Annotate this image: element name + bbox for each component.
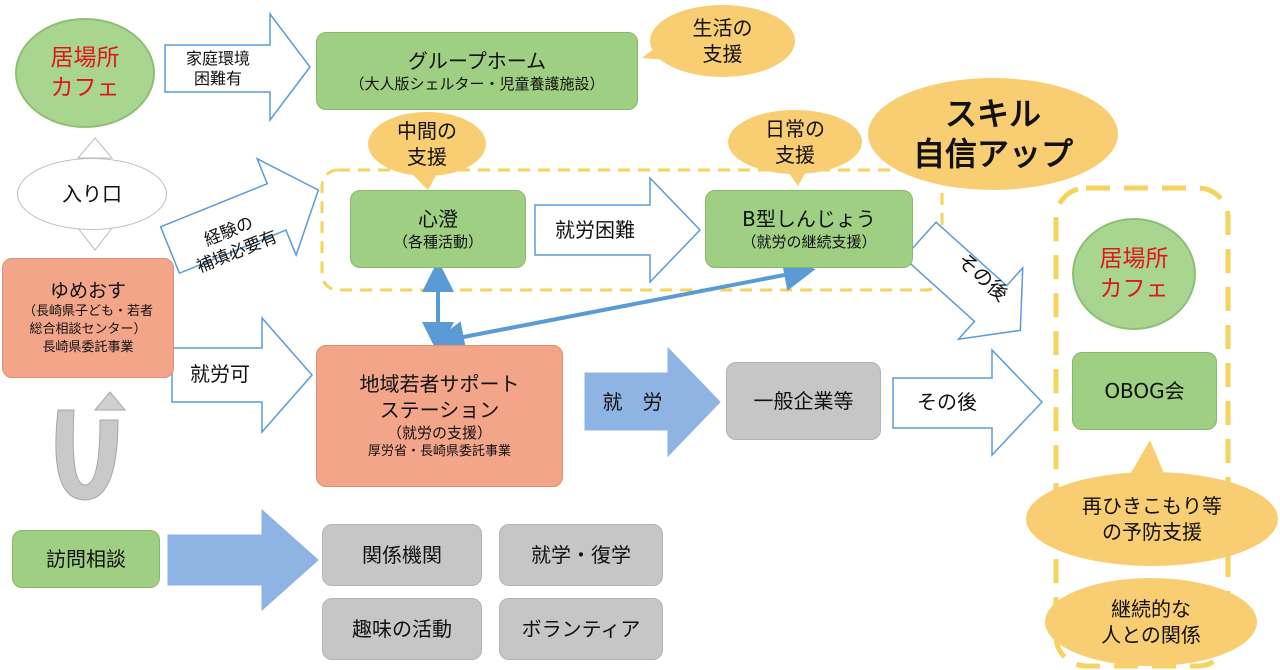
type-b-sub: （就労の継続支援） — [741, 233, 877, 251]
family-line1: 家庭環境 — [185, 49, 250, 68]
entrance-tail-up — [76, 137, 114, 159]
station-line1: 地域若者サポート — [359, 372, 520, 396]
middle-line2: 支援 — [407, 145, 447, 169]
u-turn-arrow — [55, 409, 119, 501]
ibasho-top-line2: カフェ — [50, 75, 120, 101]
entrance-label: 入り口 — [62, 182, 122, 206]
shincho-title: 心澄 — [418, 207, 458, 231]
visit-label: 訪問相談 — [46, 547, 126, 571]
visit-box: 訪問相談 — [12, 530, 160, 588]
arrow-experience — [159, 157, 320, 275]
arrow-work — [584, 346, 721, 458]
u-turn-arrowhead — [93, 391, 127, 411]
yumeosu-line2: （長崎県子ども・若者 — [22, 304, 153, 319]
ibasho-right-line2: カフェ — [1099, 276, 1169, 302]
station-line4: 厚労省・長崎県委託事業 — [367, 444, 511, 459]
family-line2: 困難有 — [193, 69, 242, 88]
dashed-region-middle — [320, 168, 944, 292]
life-line1: 生活の — [692, 16, 753, 40]
prevention-line1: 再ひきこもり等 — [1082, 494, 1222, 518]
relationship-bubble: 継続的な 人との関係 — [1045, 578, 1257, 666]
prevention-tail — [1128, 440, 1166, 478]
ibasho-cafe-right: 居場所 カフェ — [1072, 218, 1196, 330]
prevention-bubble: 再ひきこもり等 の予防支援 — [1026, 472, 1278, 566]
obog-box: OBOG会 — [1072, 352, 1217, 430]
station-line3: （就労の支援） — [386, 424, 492, 442]
life-support-bubble: 生活の 支援 — [650, 5, 795, 77]
related-org-box: 関係機関 — [322, 524, 482, 586]
skill-up-bubble: スキル 自信アップ — [868, 78, 1118, 190]
station-box: 地域若者サポート ステーション （就労の支援） 厚労省・長崎県委託事業 — [316, 345, 563, 487]
work-arrow-label: 就 労 — [602, 390, 663, 414]
hobby-label: 趣味の活動 — [352, 617, 452, 641]
work-possible-label: 就労可 — [190, 362, 250, 386]
type-b-title: B型しんじょう — [742, 207, 876, 231]
station-line2: ステーション — [379, 398, 500, 422]
school-label: 就学・復学 — [531, 543, 631, 567]
arrow-work-difficult — [534, 176, 702, 284]
prevention-line2: の予防支援 — [1102, 520, 1202, 544]
entrance-tail-down — [76, 227, 114, 251]
yumeosu-line3: 総合相談センター） — [29, 322, 147, 337]
group-home-title: グループホーム — [407, 49, 547, 73]
group-home-sub: （大人版シェルター・児童養護施設） — [349, 75, 605, 93]
general-company-box: 一般企業等 — [726, 362, 881, 440]
daily-line2: 支援 — [775, 143, 815, 167]
afterwards-label: その後 — [917, 390, 977, 414]
obog-label: OBOG会 — [1104, 379, 1185, 403]
related-org-label: 関係機関 — [362, 543, 442, 567]
arrow-afterwards — [892, 348, 1044, 457]
arrow-work-possible — [171, 316, 313, 434]
ibasho-right-line1: 居場所 — [1099, 246, 1169, 272]
entrance-bubble: 入り口 — [17, 158, 167, 230]
volunteer-label: ボランティア — [521, 617, 641, 641]
daily-line1: 日常の — [765, 117, 825, 141]
shincho-box: 心澄 （各種活動） — [350, 190, 526, 268]
arrow-family — [164, 11, 311, 123]
dashed-region-right — [1053, 185, 1231, 669]
shincho-sub: （各種活動） — [392, 233, 483, 251]
group-home-box: グループホーム （大人版シェルター・児童養護施設） — [316, 32, 638, 110]
middle-support-bubble: 中間の 支援 — [368, 112, 486, 176]
relationship-line1: 継続的な — [1111, 597, 1191, 621]
yumeosu-line4: 長崎県委託事業 — [42, 340, 134, 355]
ibasho-cafe-top: 居場所 カフェ — [15, 18, 155, 128]
relationship-line2: 人との関係 — [1101, 623, 1201, 647]
hobby-box: 趣味の活動 — [322, 598, 482, 660]
arrow-visit — [167, 508, 319, 612]
life-line2: 支援 — [702, 42, 743, 66]
daily-support-bubble: 日常の 支援 — [728, 110, 862, 174]
connector-station-typeb — [432, 259, 816, 353]
middle-line1: 中間の — [397, 119, 457, 143]
volunteer-box: ボランティア — [499, 598, 663, 660]
yumeosu-title: ゆめおす — [49, 280, 126, 302]
family-label: 家庭環境 困難有 — [168, 44, 268, 94]
yumeosu-box: ゆめおす （長崎県子ども・若者 総合相談センター） 長崎県委託事業 — [2, 258, 174, 378]
arrow-afterwards-diagonal — [902, 221, 1024, 341]
ibasho-top-line1: 居場所 — [50, 45, 120, 71]
type-b-box: B型しんじょう （就労の継続支援） — [705, 190, 913, 268]
school-box: 就学・復学 — [499, 524, 663, 586]
skill-line1: スキル — [944, 95, 1041, 133]
skill-line2: 自信アップ — [912, 135, 1073, 173]
general-company-label: 一般企業等 — [753, 389, 854, 413]
work-difficult-label: 就労困難 — [555, 218, 635, 242]
